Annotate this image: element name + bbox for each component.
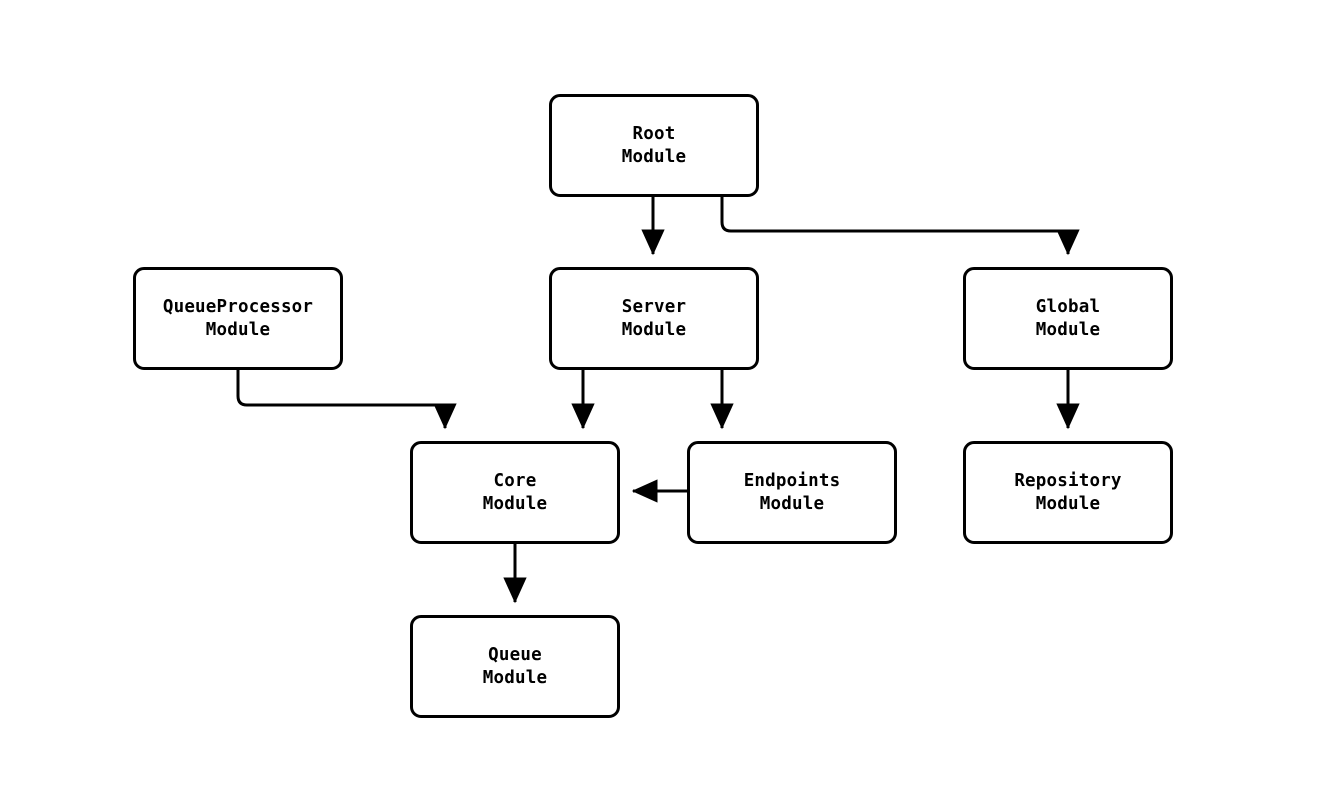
node-repository-module-line1: Repository	[1014, 470, 1122, 491]
node-repository-module[interactable]: Repository Module	[963, 441, 1173, 544]
node-endpoints-module-line2: Module	[759, 493, 825, 514]
node-root-module-line2: Module	[621, 146, 687, 167]
node-core-module-line2: Module	[482, 493, 548, 514]
node-queueprocessor-module-line1: QueueProcessor	[162, 296, 314, 317]
node-queueprocessor-module-line2: Module	[205, 319, 271, 340]
node-queueprocessor-module[interactable]: QueueProcessor Module	[133, 267, 343, 370]
node-server-module-line2: Module	[621, 319, 687, 340]
node-endpoints-module-line1: Endpoints	[743, 470, 841, 491]
node-queue-module-line2: Module	[482, 667, 548, 688]
node-global-module-line1: Global	[1035, 296, 1101, 317]
node-global-module-line2: Module	[1035, 319, 1101, 340]
node-core-module[interactable]: Core Module	[410, 441, 620, 544]
node-server-module[interactable]: Server Module	[549, 267, 759, 370]
edge-root-global	[720, 197, 1080, 256]
node-root-module[interactable]: Root Module	[549, 94, 759, 197]
node-global-module[interactable]: Global Module	[963, 267, 1173, 370]
node-endpoints-module[interactable]: Endpoints Module	[687, 441, 897, 544]
node-server-module-line1: Server	[621, 296, 687, 317]
node-core-module-line1: Core	[493, 470, 537, 491]
node-root-module-line1: Root	[632, 123, 676, 144]
node-queue-module[interactable]: Queue Module	[410, 615, 620, 718]
node-queue-module-line1: Queue	[488, 644, 542, 665]
edge-queueprocessor-core	[236, 370, 457, 430]
node-repository-module-line2: Module	[1035, 493, 1101, 514]
